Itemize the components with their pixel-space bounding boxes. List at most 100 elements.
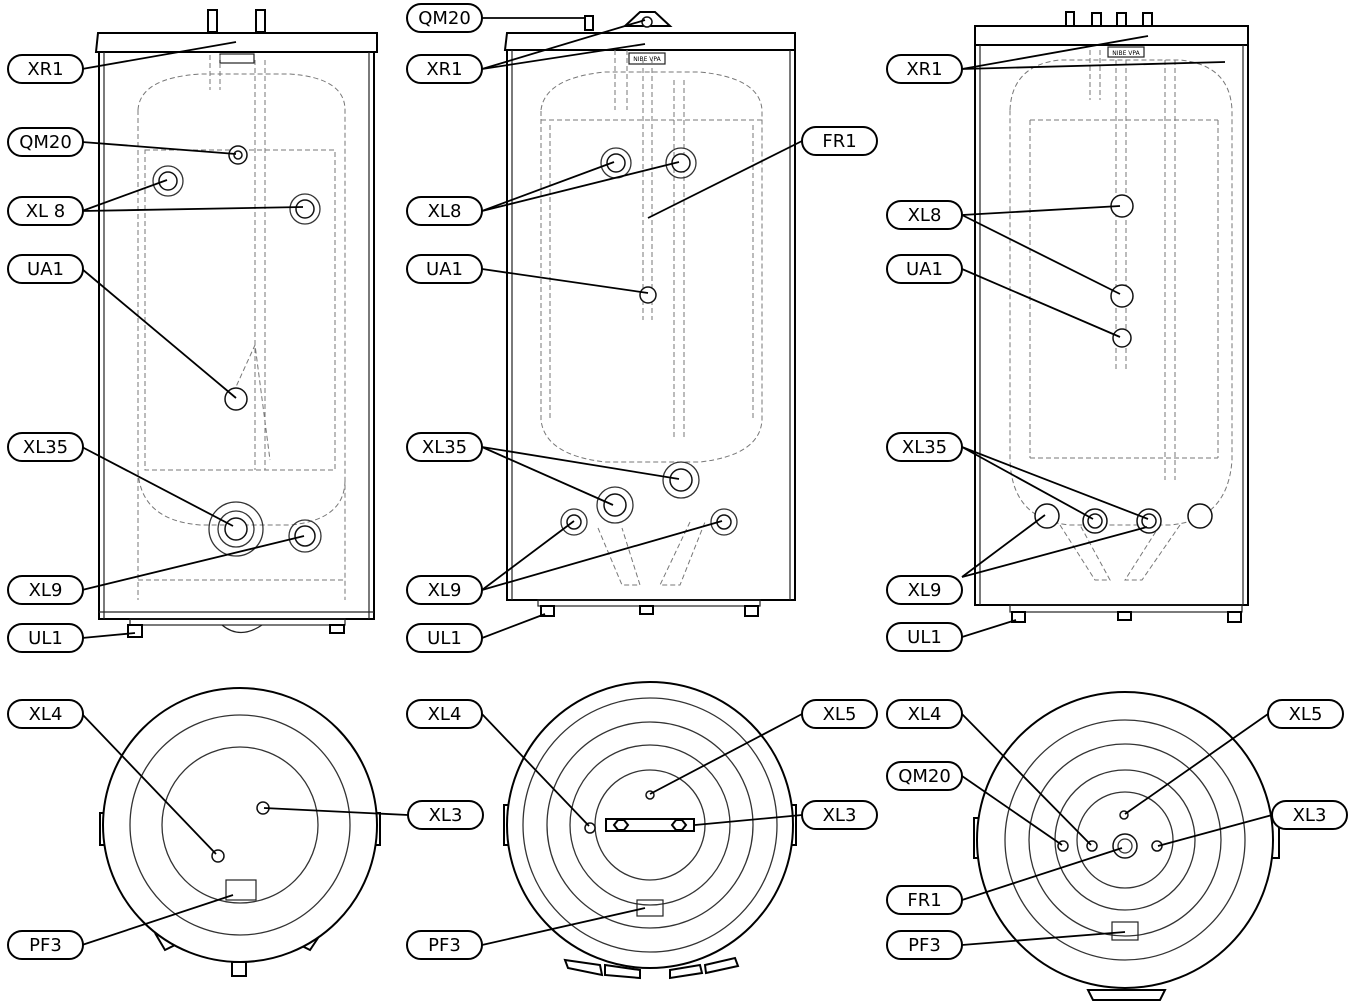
leader-lines bbox=[81, 17, 1273, 946]
callout-xl3: XL3 bbox=[1271, 800, 1348, 830]
callout-xl35: XL35 bbox=[406, 432, 483, 462]
callout-qm20: QM20 bbox=[7, 127, 84, 157]
callout-ul1: UL1 bbox=[886, 622, 963, 652]
port-xl35-a bbox=[669, 468, 693, 492]
svg-text:XL8: XL8 bbox=[908, 205, 942, 226]
port-ua1 bbox=[1112, 328, 1132, 348]
callout-ua1: UA1 bbox=[7, 254, 84, 284]
port-xl9-b bbox=[1187, 503, 1213, 529]
svg-text:XR1: XR1 bbox=[426, 59, 462, 80]
svg-text:XL35: XL35 bbox=[23, 437, 68, 458]
pipe bbox=[1142, 12, 1153, 27]
svg-text:UA1: UA1 bbox=[27, 259, 64, 280]
callout-xl35: XL35 bbox=[7, 432, 84, 462]
callout-xl35: XL35 bbox=[886, 432, 963, 462]
port-xl8-b bbox=[295, 199, 315, 219]
callout-ul1: UL1 bbox=[406, 623, 483, 653]
callout-xl8: XL8 bbox=[886, 200, 963, 230]
brand-plate-text: NIBE VPA bbox=[633, 56, 661, 63]
tank-lid bbox=[94, 32, 378, 53]
brand-plate bbox=[1107, 46, 1145, 58]
callout-xl8: XL8 bbox=[406, 196, 483, 226]
callout-xr1: XR1 bbox=[406, 54, 483, 84]
port-xl8-a bbox=[158, 171, 178, 191]
svg-text:UA1: UA1 bbox=[426, 259, 463, 280]
pipe bbox=[1116, 12, 1127, 27]
svg-text:XL3: XL3 bbox=[429, 805, 463, 826]
tank-lid bbox=[503, 32, 796, 51]
svg-text:FR1: FR1 bbox=[822, 131, 856, 152]
svg-text:XL 8: XL 8 bbox=[26, 201, 66, 222]
svg-text:XL35: XL35 bbox=[902, 437, 947, 458]
svg-text:XR1: XR1 bbox=[27, 59, 63, 80]
callouts: XR1 QM20 XL 8 UA1 XL35 XL9 UL1 XL4 PF3 X… bbox=[7, 3, 1348, 960]
port-pf3 bbox=[1111, 921, 1139, 941]
callout-xl9: XL9 bbox=[886, 575, 963, 605]
svg-text:XL5: XL5 bbox=[823, 704, 857, 725]
callout-fr1: FR1 bbox=[886, 885, 963, 915]
callout-xl4: XL4 bbox=[7, 699, 84, 729]
callout-xl3: XL3 bbox=[407, 800, 484, 830]
svg-text:UL1: UL1 bbox=[28, 628, 63, 649]
callout-xl3: XL3 bbox=[801, 800, 878, 830]
drain-fitting bbox=[1086, 989, 1167, 1001]
callout-qm20: QM20 bbox=[886, 761, 963, 791]
callout-ua1: UA1 bbox=[886, 254, 963, 284]
svg-text:XL5: XL5 bbox=[1289, 704, 1323, 725]
svg-text:UL1: UL1 bbox=[907, 627, 942, 648]
svg-text:XL4: XL4 bbox=[29, 704, 63, 725]
svg-text:XL3: XL3 bbox=[1293, 805, 1327, 826]
callout-pf3: PF3 bbox=[886, 930, 963, 960]
foot bbox=[1227, 611, 1242, 623]
tank-left-front bbox=[94, 9, 378, 638]
svg-text:XL9: XL9 bbox=[428, 580, 462, 601]
svg-text:PF3: PF3 bbox=[29, 935, 62, 956]
tank-right-top bbox=[973, 691, 1280, 1001]
callout-xl5: XL5 bbox=[1267, 699, 1344, 729]
callout-xr1: XR1 bbox=[886, 54, 963, 84]
svg-text:XL4: XL4 bbox=[428, 704, 462, 725]
svg-text:XL35: XL35 bbox=[422, 437, 467, 458]
port-xl8-a bbox=[606, 153, 626, 173]
foot bbox=[1011, 611, 1026, 623]
svg-text:XL9: XL9 bbox=[908, 580, 942, 601]
foot bbox=[744, 605, 759, 617]
callout-ul1: UL1 bbox=[7, 623, 84, 653]
callout-qm20: QM20 bbox=[406, 3, 483, 33]
callout-xl5: XL5 bbox=[801, 699, 878, 729]
port-ua1 bbox=[639, 286, 657, 304]
svg-text:XL3: XL3 bbox=[823, 805, 857, 826]
svg-text:PF3: PF3 bbox=[908, 935, 941, 956]
pipe bbox=[1091, 12, 1102, 27]
tank-right-front: NIBE VPA bbox=[974, 11, 1249, 623]
callout-pf3: PF3 bbox=[406, 930, 483, 960]
svg-text:XL4: XL4 bbox=[908, 704, 942, 725]
port-pf3 bbox=[636, 899, 664, 917]
svg-text:XL8: XL8 bbox=[428, 201, 462, 222]
callout-xl9: XL9 bbox=[406, 575, 483, 605]
callout-fr1: FR1 bbox=[801, 126, 878, 156]
foot bbox=[540, 605, 555, 617]
tank-middle-front: NIBE VPA bbox=[503, 11, 796, 617]
port-xl9-a bbox=[1034, 503, 1060, 529]
svg-text:XR1: XR1 bbox=[906, 59, 942, 80]
svg-text:QM20: QM20 bbox=[898, 766, 951, 787]
port-xl35-b bbox=[603, 493, 627, 517]
port-pf3 bbox=[225, 879, 257, 901]
port-xl35 bbox=[224, 517, 248, 541]
foot bbox=[329, 624, 345, 634]
port-xl3 bbox=[1151, 840, 1163, 852]
svg-text:QM20: QM20 bbox=[19, 132, 72, 153]
foot bbox=[1117, 611, 1132, 621]
svg-text:UL1: UL1 bbox=[427, 628, 462, 649]
pipe bbox=[255, 9, 266, 33]
tank-outline bbox=[102, 687, 378, 963]
foot bbox=[639, 605, 654, 615]
top-bar bbox=[605, 818, 695, 832]
svg-text:XL9: XL9 bbox=[29, 580, 63, 601]
callout-ua1: UA1 bbox=[406, 254, 483, 284]
drain-fitting bbox=[231, 961, 247, 977]
svg-text:PF3: PF3 bbox=[428, 935, 461, 956]
tank-middle-top bbox=[503, 681, 797, 980]
